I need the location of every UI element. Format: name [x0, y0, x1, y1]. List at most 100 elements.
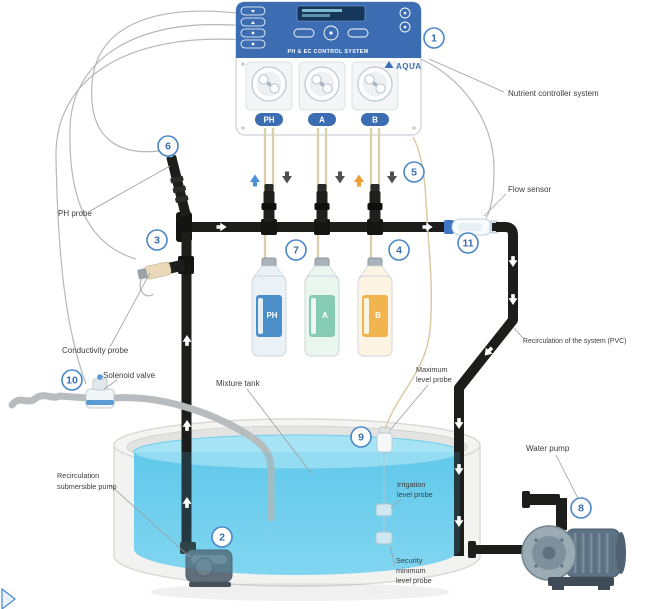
- menu-buttons: [240, 6, 266, 49]
- down-arrow-icon: [387, 171, 397, 184]
- pump-label-a: A: [319, 116, 325, 125]
- up-arrow-icon: [354, 174, 364, 187]
- callout-8: 8: [570, 497, 592, 519]
- svg-text:9: 9: [358, 432, 364, 444]
- center-controls: [293, 25, 369, 41]
- callout-7: 7: [285, 239, 307, 261]
- check-valve-b: [367, 184, 383, 235]
- sensor-cables: [55, 10, 495, 385]
- label-security-probe-3: level probe: [396, 576, 432, 585]
- dosing-pump-ph: PH: [245, 61, 293, 126]
- flow-sensor: [444, 218, 499, 236]
- bottle-b: B: [357, 257, 393, 357]
- bottle-label-b: B: [375, 311, 381, 320]
- label-irrigation-probe-2: level probe: [397, 490, 433, 499]
- bottle-label-a: A: [322, 311, 328, 320]
- labels: Nutrient controller system Flow sensor R…: [57, 89, 626, 585]
- callout-3: 3: [146, 229, 168, 251]
- label-flow-sensor: Flow sensor: [508, 185, 551, 194]
- svg-text:7: 7: [293, 245, 299, 257]
- water-drop-icon: [265, 532, 269, 536]
- screws: [241, 62, 416, 130]
- irrigation-level-probe: [375, 503, 393, 517]
- down-arrow-icon: [335, 171, 345, 184]
- controller-header: [236, 2, 421, 58]
- lcd-display: [296, 5, 366, 22]
- water-drop-icon: [272, 535, 276, 539]
- leader-lines: [89, 58, 588, 567]
- svg-text:6: 6: [165, 141, 171, 153]
- recirculation-pipes: [181, 222, 518, 556]
- label-mixture-tank: Mixture tank: [216, 379, 261, 388]
- label-maximum-probe-2: level probe: [416, 375, 452, 384]
- return-pvc-pipe: [454, 222, 518, 556]
- dosing-pump-b: B: [351, 61, 399, 126]
- label-nutrient-controller: Nutrient controller system: [508, 89, 599, 98]
- callout-1: 1: [423, 27, 445, 49]
- brand-name: AQUA: [396, 62, 422, 71]
- label-recirculation-pump-2: submersible pump: [57, 482, 117, 491]
- check-valve-ph: [261, 184, 277, 235]
- water-drop-icon: [269, 525, 273, 529]
- dot-icon: [251, 42, 255, 46]
- svg-text:5: 5: [411, 167, 417, 179]
- label-security-probe-1: Security: [396, 556, 423, 565]
- set-button-icon: [329, 31, 333, 35]
- callout-9: 9: [350, 426, 372, 448]
- bottle-ph: PH: [251, 257, 287, 357]
- suction-riser-pipe: [181, 232, 192, 554]
- tank-shadow: [150, 583, 450, 601]
- pump-label-ph: PH: [263, 116, 274, 125]
- label-recirculation-pvc: Recirculation of the system (PVC): [523, 338, 626, 345]
- label-irrigation-probe-1: Irrigation: [397, 480, 425, 489]
- label-water-pump: Water pump: [526, 444, 570, 453]
- callout-5: 5: [403, 161, 425, 183]
- maximum-level-probe: [376, 426, 393, 453]
- solenoid-valve-assembly: [8, 374, 276, 539]
- fill-hose: [110, 394, 275, 522]
- label-maximum-probe-1: Maximum: [416, 365, 448, 374]
- svg-text:8: 8: [578, 503, 584, 515]
- controller-title: PH & EC CONTROL SYSTEM: [287, 49, 368, 55]
- brand-logo: AQUA: [384, 61, 422, 71]
- callout-10: 10: [61, 369, 83, 391]
- label-solenoid-valve: Solenoid valve: [103, 371, 156, 380]
- bottle-a: A: [304, 257, 340, 357]
- svg-text:3: 3: [154, 235, 160, 247]
- solenoid-valve: [85, 388, 115, 409]
- label-security-probe-2: minimum: [396, 566, 426, 575]
- check-valve-a: [314, 184, 330, 235]
- up-arrow-icon: [250, 174, 260, 187]
- svg-text:1: 1: [431, 33, 437, 45]
- supply-hose: [8, 392, 92, 409]
- down-arrow-icon: [282, 171, 292, 184]
- callout-11: 11: [457, 232, 479, 254]
- submersible-pump: [180, 542, 233, 587]
- svg-text:4: 4: [396, 245, 402, 257]
- label-conductivity-probe: Conductivity probe: [62, 346, 129, 355]
- water-pump: [468, 491, 626, 590]
- dot-icon: [251, 31, 255, 35]
- corner-play-icon: [1, 587, 16, 609]
- label-recirculation-pump-1: Recirculation: [57, 471, 99, 480]
- dosing-pump-a: A: [298, 61, 346, 126]
- callout-4: 4: [388, 239, 410, 261]
- bottle-label-ph: PH: [266, 311, 277, 320]
- svg-text:2: 2: [219, 532, 225, 544]
- pump-label-b: B: [372, 116, 378, 125]
- svg-text:11: 11: [462, 238, 473, 250]
- alarm-icon: [403, 11, 407, 15]
- up-triangle-icon: [251, 21, 255, 24]
- status-indicators: [399, 7, 411, 33]
- level-probes: [375, 426, 393, 545]
- security-level-probe: [375, 531, 393, 545]
- brand-triangle-icon: [384, 61, 394, 68]
- conductivity-probe: [137, 256, 194, 297]
- callout-6: 6: [157, 135, 179, 157]
- down-triangle-icon: [251, 10, 255, 13]
- svg-text:10: 10: [66, 375, 78, 387]
- nutrient-controller: PH & EC CONTROL SYSTEM PH A: [235, 1, 422, 136]
- power-icon: [403, 25, 407, 29]
- label-ph-probe: PH probe: [58, 209, 92, 218]
